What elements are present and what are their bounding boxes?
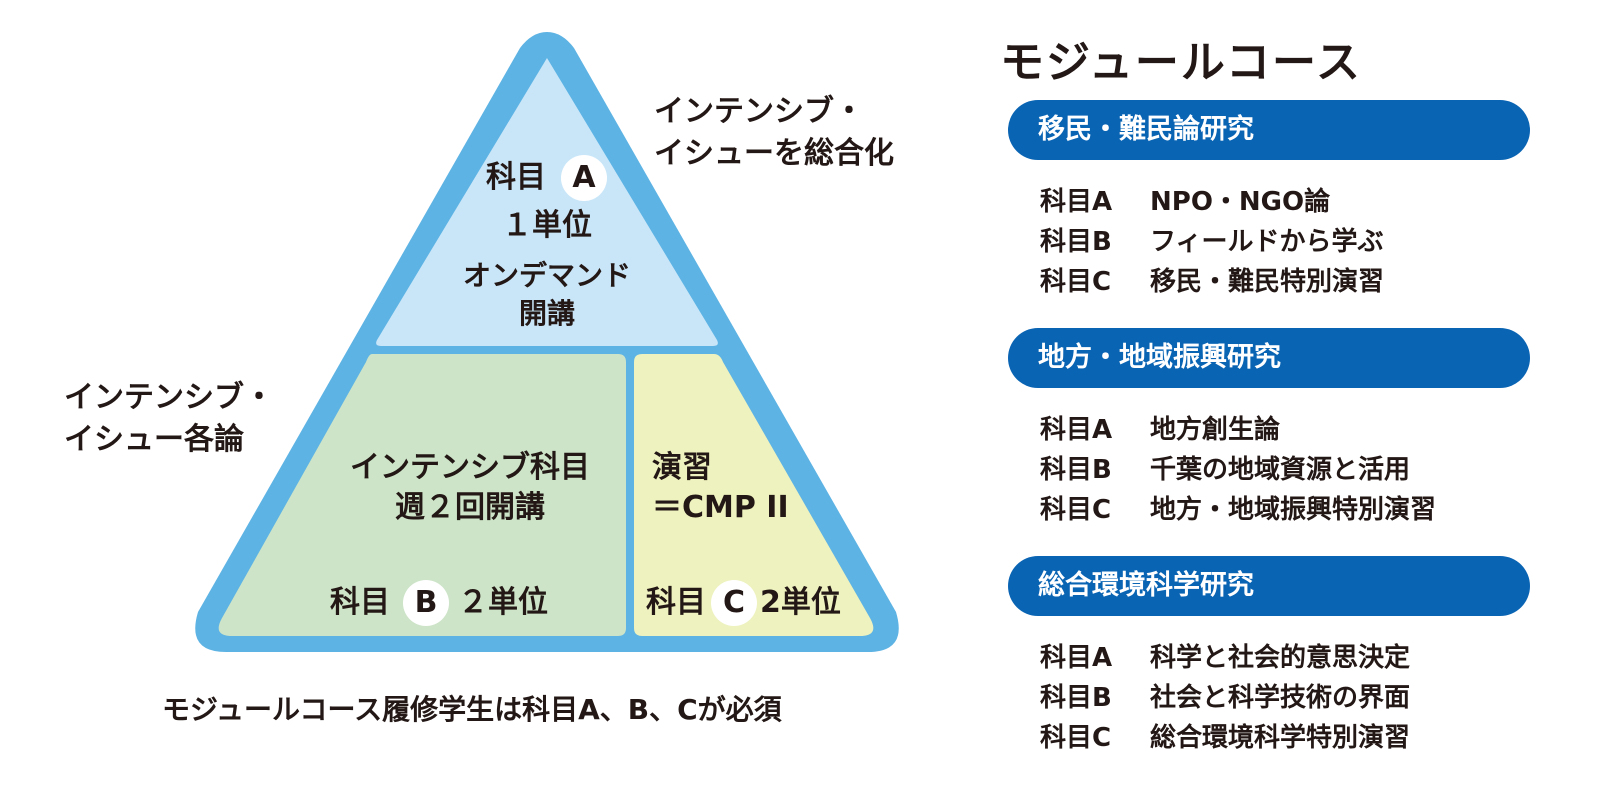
subject-key: 科目A	[1040, 643, 1113, 673]
top-delivery-line1: オンデマンド	[462, 259, 631, 292]
subject-value: NPO・NGO論	[1150, 187, 1331, 217]
pyramid-top-section	[376, 58, 718, 346]
subject-key: 科目A	[1040, 187, 1113, 217]
badge-circle-c	[711, 580, 757, 626]
note-left-line1: インテンシブ・	[64, 380, 274, 415]
subject-value: 移民・難民特別演習	[1150, 267, 1385, 297]
course-bar-regional: 地方・地域振興研究	[1008, 328, 1530, 388]
list-item: 科目B 社会と科学技術の界面	[1040, 678, 1410, 718]
bottom-right-credits: 2単位	[760, 585, 841, 620]
bottom-left-line2: 週２回開講	[395, 490, 545, 525]
bottom-right-line2: ＝CMP II	[652, 490, 789, 525]
page-title: モジュールコース	[1000, 37, 1362, 88]
subject-value: フィールドから学ぶ	[1150, 227, 1384, 257]
list-item: 科目C 地方・地域振興特別演習	[1040, 490, 1436, 530]
bottom-left-subject-prefix: 科目	[330, 585, 390, 620]
bottom-left-subject-letter: B	[414, 585, 438, 620]
subject-value: 千葉の地域資源と活用	[1150, 455, 1411, 485]
pyramid-bottom-right-section	[634, 354, 874, 636]
subject-key: 科目B	[1040, 227, 1112, 257]
list-item: 科目A NPO・NGO論	[1040, 182, 1384, 222]
subject-key: 科目C	[1040, 495, 1112, 525]
subject-key: 科目C	[1040, 267, 1112, 297]
bottom-left-line1: インテンシブ科目	[350, 450, 590, 485]
pyramid-bottom-left-section	[218, 354, 626, 636]
list-item: 科目A 科学と社会的意思決定	[1040, 638, 1410, 678]
badge-circle-b	[403, 580, 449, 626]
list-item: 科目B 千葉の地域資源と活用	[1040, 450, 1436, 490]
note-top-right-line2: イシューを総合化	[654, 136, 894, 171]
list-item: 科目C 移民・難民特別演習	[1040, 262, 1384, 302]
top-subject-letter: A	[572, 160, 596, 195]
course-list-migration: 科目A NPO・NGO論 科目B フィールドから学ぶ 科目C 移民・難民特別演習	[1040, 182, 1384, 302]
bottom-right-subject-prefix: 科目	[646, 585, 706, 620]
top-credits: １単位	[502, 208, 592, 243]
module-pyramid	[195, 32, 899, 652]
subject-key: 科目B	[1040, 455, 1112, 485]
course-bar-environment: 総合環境科学研究	[1008, 556, 1530, 616]
top-delivery-line2: 開講	[518, 297, 575, 330]
subject-value: 社会と科学技術の界面	[1150, 683, 1411, 713]
subject-value: 総合環境科学特別演習	[1150, 723, 1411, 753]
course-bar-migration: 移民・難民論研究	[1008, 100, 1530, 160]
list-item: 科目B フィールドから学ぶ	[1040, 222, 1384, 262]
subject-key: 科目B	[1040, 683, 1112, 713]
list-item: 科目A 地方創生論	[1040, 410, 1436, 450]
course-list-regional: 科目A 地方創生論 科目B 千葉の地域資源と活用 科目C 地方・地域振興特別演習	[1040, 410, 1436, 530]
bottom-left-credits: ２単位	[458, 585, 548, 620]
bottom-right-subject-letter: C	[722, 585, 746, 620]
subject-key: 科目C	[1040, 723, 1112, 753]
subject-value: 地方創生論	[1150, 415, 1281, 445]
subject-key: 科目A	[1040, 415, 1113, 445]
note-top-right-line1: インテンシブ・	[654, 94, 864, 129]
note-left-line2: イシュー各論	[64, 422, 244, 457]
bottom-right-line1: 演習	[652, 450, 712, 485]
list-item: 科目C 総合環境科学特別演習	[1040, 718, 1410, 758]
top-subject-prefix: 科目	[486, 160, 546, 195]
course-list-environment: 科目A 科学と社会的意思決定 科目B 社会と科学技術の界面 科目C 総合環境科学…	[1040, 638, 1410, 758]
subject-value: 地方・地域振興特別演習	[1150, 495, 1437, 525]
badge-circle-a	[561, 155, 607, 201]
required-subjects-note: モジュールコース履修学生は科目A、B、Cが必須	[162, 693, 782, 726]
subject-value: 科学と社会的意思決定	[1150, 643, 1411, 673]
